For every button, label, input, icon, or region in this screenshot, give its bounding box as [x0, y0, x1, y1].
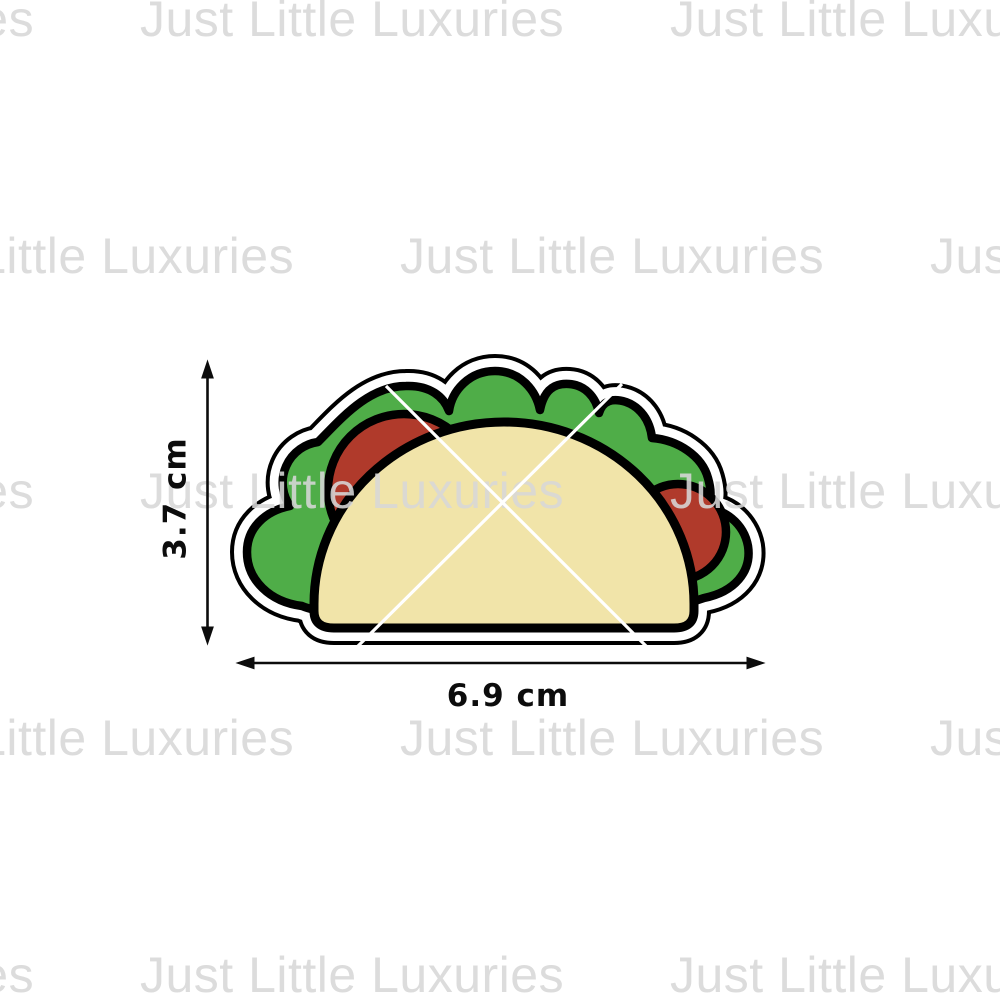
cutline-shell-gap	[301, 409, 707, 641]
watermark-text: Just Little Luxuries	[930, 710, 1000, 766]
cutline-lettuce-black	[230, 354, 766, 631]
arrowhead-right	[746, 656, 766, 670]
arrowhead-left	[235, 656, 255, 670]
width-dimension-arrow	[235, 656, 766, 670]
watermark-text: Just Little Luxuries	[670, 947, 1000, 1003]
taco-shell	[309, 417, 699, 633]
watermark-text: Just Little Luxuries	[930, 228, 1000, 284]
watermark-text: Just Little Luxuries	[0, 463, 35, 519]
cutline-shell-black	[297, 405, 711, 645]
sticker-cutline	[230, 354, 766, 645]
lettuce-shape	[242, 366, 753, 619]
watermark-text: Just Little Luxuries	[670, 0, 1000, 47]
tomato-right	[625, 479, 731, 585]
watermark-text: Just Little Luxuries	[400, 228, 825, 284]
watermark-text: Just Little Luxuries	[140, 947, 565, 1003]
watermark-text: Just Little Luxuries	[0, 228, 295, 284]
tomato-left	[323, 409, 485, 571]
watermark-text: Just Little Luxuries	[400, 710, 825, 766]
watermark-text: Just Little Luxuries	[0, 0, 35, 47]
watermark-cross-lines	[350, 382, 670, 670]
height-dimension-label: 3.7 cm	[157, 437, 194, 560]
cutline-lettuce-gap	[234, 358, 762, 627]
watermark-text: Just Little Luxuries	[670, 463, 1000, 519]
watermark-text: Just Little Luxuries	[140, 0, 565, 47]
arrowhead-down	[201, 626, 214, 646]
arrowhead-up	[201, 359, 214, 379]
height-dimension-arrow	[201, 359, 214, 646]
width-dimension-label: 6.9 cm	[446, 678, 570, 714]
watermark-text: Just Little Luxuries	[0, 947, 35, 1003]
watermark-text: Just Little Luxuries	[140, 463, 565, 519]
watermark-text: Just Little Luxuries	[0, 710, 295, 766]
taco-art	[242, 366, 753, 633]
